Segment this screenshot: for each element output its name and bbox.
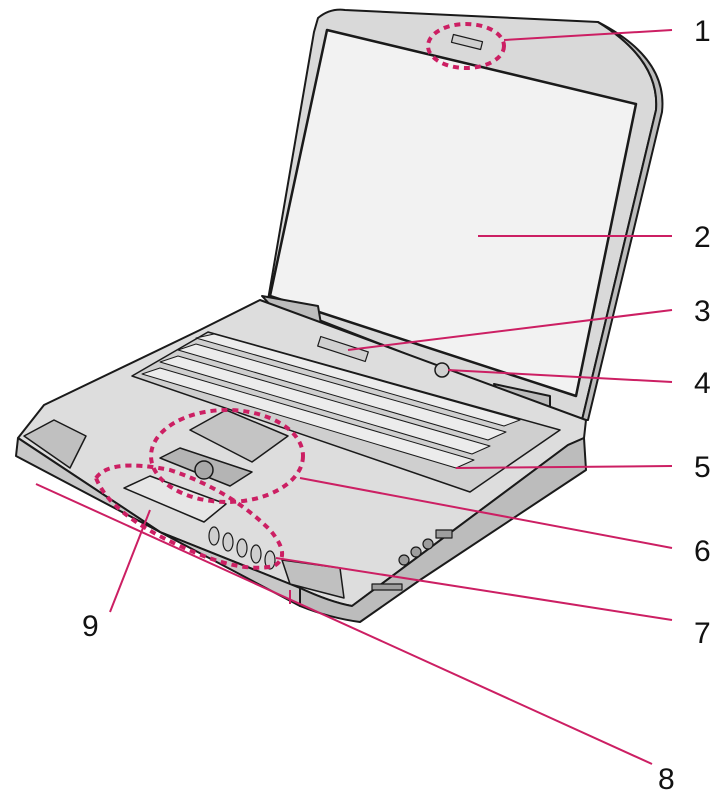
leader-line-9 — [110, 510, 150, 612]
laptop-illustration — [16, 10, 662, 622]
port — [399, 555, 409, 565]
callout-8: 8 — [658, 763, 675, 796]
callout-7: 7 — [694, 617, 711, 650]
control-button — [223, 533, 233, 551]
control-button — [237, 539, 247, 557]
port — [411, 547, 421, 557]
control-button — [209, 527, 219, 545]
port — [423, 539, 433, 549]
port — [372, 584, 402, 590]
callout-6: 6 — [694, 535, 711, 568]
port — [436, 530, 452, 538]
callout-5: 5 — [694, 451, 711, 484]
callout-1: 1 — [694, 15, 711, 48]
power-button — [435, 363, 449, 377]
pad-scroll-button — [195, 461, 213, 479]
control-button — [251, 545, 261, 563]
callout-2: 2 — [694, 221, 711, 254]
callout-3: 3 — [694, 295, 711, 328]
callout-9: 9 — [82, 610, 99, 643]
callout-4: 4 — [694, 367, 711, 400]
